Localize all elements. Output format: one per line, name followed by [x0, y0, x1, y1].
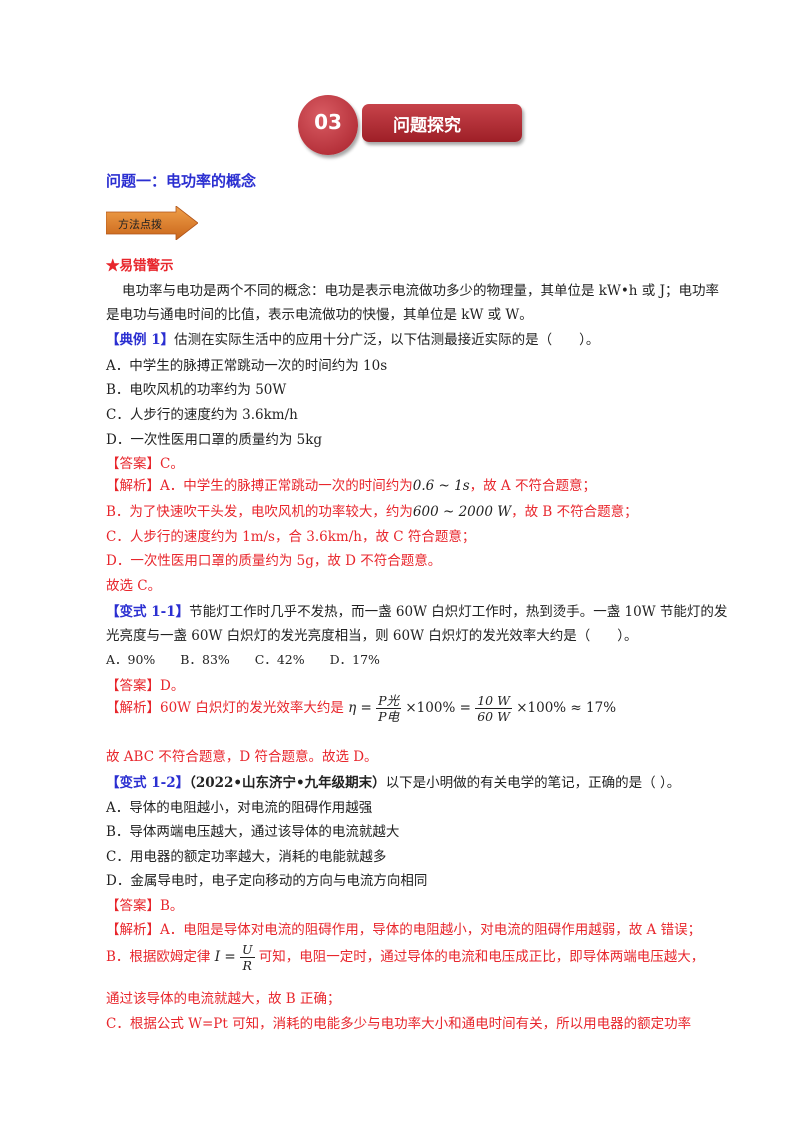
variant2-option-c: C．用电器的额定功率越大，消耗的电能就越多 — [106, 849, 387, 865]
arrow-badge-icon — [106, 206, 198, 240]
variant1-fraction-values-den: 60 W — [477, 709, 510, 724]
variant2-ohm-num: U — [239, 942, 255, 958]
example1-tag: 【典例 1】 — [106, 332, 175, 348]
example1-analysis-tag: 【解析】 — [106, 478, 160, 494]
example1-analysis-a-text: A．中学生的脉搏正常跳动一次的时间约为 — [160, 478, 413, 494]
variant1-answer: 【答案】D。 — [106, 678, 185, 694]
variant1-fraction-values-num: 10 W — [475, 693, 512, 709]
variant2-analysis-a: 【解析】A．电阻是导体对电流的阻碍作用，导体的电阻越小，对电流的阻碍作用越弱，故… — [106, 918, 701, 938]
variant2-tag: 【变式 1-2】 — [106, 775, 190, 791]
warning-text-line1: 电功率与电功是两个不同的概念：电功是表示电流做功多少的物理量，其单位是 kW•h… — [122, 283, 719, 299]
example1-option-b: B．电吹风机的功率约为 50W — [106, 382, 287, 398]
variant1-question-text: 节能灯工作时几乎不发热，而一盏 60W 白炽灯工作时，热到烫手。一盏 10W 节… — [189, 604, 728, 620]
variant1-tail: ×100% ≈ 17% — [516, 700, 617, 716]
variant2-answer: 【答案】B。 — [106, 898, 184, 914]
warning-text-line2: 是电功与通电时间的比值，表示电流做功的快慢，其单位是 kW 或 W。 — [106, 307, 533, 323]
variant1-question-line2: 光亮度与一盏 60W 白炽灯的发光亮度相当，则 60W 白炽灯的发光效率大约是（… — [106, 628, 638, 644]
example1-analysis-a-tail: ，故 A 不符合题意； — [469, 478, 596, 494]
warning-title: ★易错警示 — [106, 258, 174, 274]
example1-question: 【典例 1】估测在实际生活中的应用十分广泛，以下估测最接近实际的是（ ）。 — [106, 328, 599, 348]
example1-option-a: A．中学生的脉搏正常跳动一次的时间约为 10s — [106, 358, 388, 374]
example1-analysis-b-tail: ，故 B 不符合题意； — [511, 504, 638, 520]
example1-analysis-d: D．一次性医用口罩的质量约为 5g，故 D 不符合题意。 — [106, 553, 442, 569]
variant2-analysis-c: C．根据公式 W=Pt 可知，消耗的电能多少与电功率大小和通电时间有关，所以用电… — [106, 1016, 692, 1032]
example1-analysis-b-math: 600 ~ 2000 W — [412, 504, 512, 520]
variant2-analysis-b-tail: 可知，电阻一定时，通过导体的电流和电压成正比，即导体两端电压越大， — [258, 949, 705, 965]
variant2-question: 【变式 1-2】（2022•山东济宁•九年级期末）以下是小明做的有关电学的笔记，… — [106, 771, 680, 791]
variant1-conclusion: 故 ABC 不符合题意，D 符合题意。故选 D。 — [106, 749, 378, 765]
example1-option-c: C．人步行的速度约为 3.6km/h — [106, 407, 298, 423]
example1-analysis-b: B．为了快速吹干头发，电吹风机的功率较大，约为600 ~ 2000 W，故 B … — [106, 500, 638, 520]
example1-analysis-a-math: 0.6 ~ 1s — [412, 478, 470, 494]
variant2-question-text: 以下是小明做的有关电学的笔记，正确的是（ ）。 — [385, 775, 681, 791]
section-banner-title: 问题探究 — [393, 116, 461, 136]
variant1-eta: η = — [348, 700, 372, 716]
variant2-analysis-a-text: A．电阻是导体对电流的阻碍作用，导体的电阻越小，对电流的阻碍作用越弱，故 A 错… — [160, 922, 702, 938]
arrow-badge-label: 方法点拨 — [118, 218, 162, 231]
example1-conclusion: 故选 C。 — [106, 578, 162, 594]
variant2-option-a: A．导体的电阻越小，对电流的阻碍作用越强 — [106, 800, 373, 816]
example1-answer: 【答案】C。 — [106, 456, 184, 472]
section-title: 问题一：电功率的概念 — [106, 172, 257, 190]
example1-analysis-c: C．人步行的速度约为 1m/s，合 3.6km/h，故 C 符合题意； — [106, 529, 476, 545]
variant1-analysis-tag: 【解析】 — [106, 700, 160, 716]
example1-analysis-b-text: B．为了快速吹干头发，电吹风机的功率较大，约为 — [106, 504, 413, 520]
variant2-analysis-tag: 【解析】 — [106, 922, 160, 938]
example1-option-d: D．一次性医用口罩的质量约为 5kg — [106, 432, 323, 448]
variant2-option-d: D．金属导电时，电子定向移动的方向与电流方向相同 — [106, 873, 428, 889]
section-number: 03 — [314, 110, 342, 134]
variant2-analysis-b-line2: 通过该导体的电流就越大，故 B 正确； — [106, 991, 341, 1007]
variant1-mid: ×100% = — [405, 700, 471, 716]
variant2-source: （2022•山东济宁•九年级期末） — [189, 775, 386, 791]
variant2-option-b: B．导体两端电压越大，通过该导体的电流就越大 — [106, 824, 400, 840]
variant1-fraction-power-den: P电 — [378, 709, 400, 724]
variant1-options: A．90% B．83% C．42% D．17% — [106, 652, 380, 667]
variant2-analysis-b-text: B．根据欧姆定律 — [106, 949, 211, 965]
variant1-fraction-power-num: P光 — [376, 693, 402, 709]
example1-analysis-a: 【解析】A．中学生的脉搏正常跳动一次的时间约为0.6 ~ 1s，故 A 不符合题… — [106, 474, 596, 494]
variant1-question-line1: 【变式 1-1】节能灯工作时几乎不发热，而一盏 60W 白炽灯工作时，热到烫手。… — [106, 600, 727, 620]
example1-question-text: 估测在实际生活中的应用十分广泛，以下估测最接近实际的是（ ）。 — [174, 332, 600, 348]
variant2-ohm-den: R — [242, 958, 252, 973]
variant1-tag: 【变式 1-1】 — [106, 604, 190, 620]
section-banner — [362, 104, 522, 142]
variant1-analysis-text: 60W 白炽灯的发光效率大约是 — [160, 700, 344, 716]
variant2-ohm-lhs: I = — [214, 949, 236, 965]
section-number-circle — [298, 95, 358, 155]
